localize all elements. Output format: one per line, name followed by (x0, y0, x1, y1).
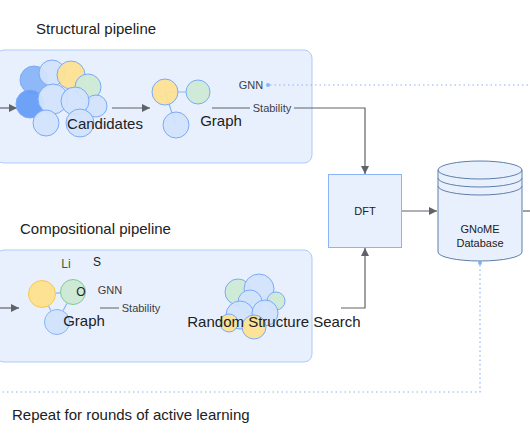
molecule-illustration (214, 276, 294, 340)
edge-label: Stability (250, 101, 295, 115)
feedback-dotted-line (270, 84, 530, 85)
edge-label: Stability (119, 301, 164, 315)
bond-line (63, 303, 67, 310)
node-text: DFT (354, 204, 375, 218)
input-arrow (0, 107, 17, 108)
feedback-dotted-line (0, 265, 480, 392)
node-text: Candidates (67, 115, 143, 133)
element-node: Li (28, 280, 56, 308)
flow-arrow (112, 107, 150, 108)
pipeline-panel (0, 50, 312, 163)
atom-circle (163, 112, 189, 138)
output-line (523, 210, 530, 211)
node-text: Random Structure Search (187, 313, 360, 331)
cylinder-rim (438, 170, 522, 179)
pipeline-title: Structural pipeline (36, 20, 156, 38)
node-text: Li (61, 255, 70, 273)
molecule-illustration (150, 76, 212, 140)
model-label: GNN (239, 78, 263, 92)
model-label: GNN (98, 283, 122, 297)
node-text: O (76, 283, 85, 301)
node-text: S (93, 253, 101, 271)
flow-arrow (402, 210, 437, 211)
input-arrow (0, 307, 19, 308)
structure-figure: Candidates (18, 62, 112, 163)
feedback-dot (266, 83, 270, 87)
node-text: Graph (63, 312, 105, 330)
node-text: GNoME Database (442, 222, 518, 250)
pipeline-panel (0, 250, 312, 362)
structure-figure: Graph (150, 76, 212, 160)
cylinder-ring (438, 186, 522, 195)
feedback-dot (478, 261, 482, 265)
node-text: Graph (200, 112, 242, 130)
flow-arrow (341, 248, 365, 308)
structure-figure: Random Structure Search (159, 276, 341, 361)
loop-note: Repeat for rounds of active learning (12, 405, 250, 424)
database-cylinder: GNoME Database (437, 160, 523, 262)
atom-circle (33, 110, 59, 136)
cylinder-body (438, 161, 522, 261)
atom-circle (152, 79, 178, 105)
pipeline-title: Compositional pipeline (20, 220, 171, 238)
structure-figure: LiSOGraph (20, 276, 100, 360)
atom-circle (186, 80, 210, 104)
process-box: DFT (328, 174, 402, 248)
